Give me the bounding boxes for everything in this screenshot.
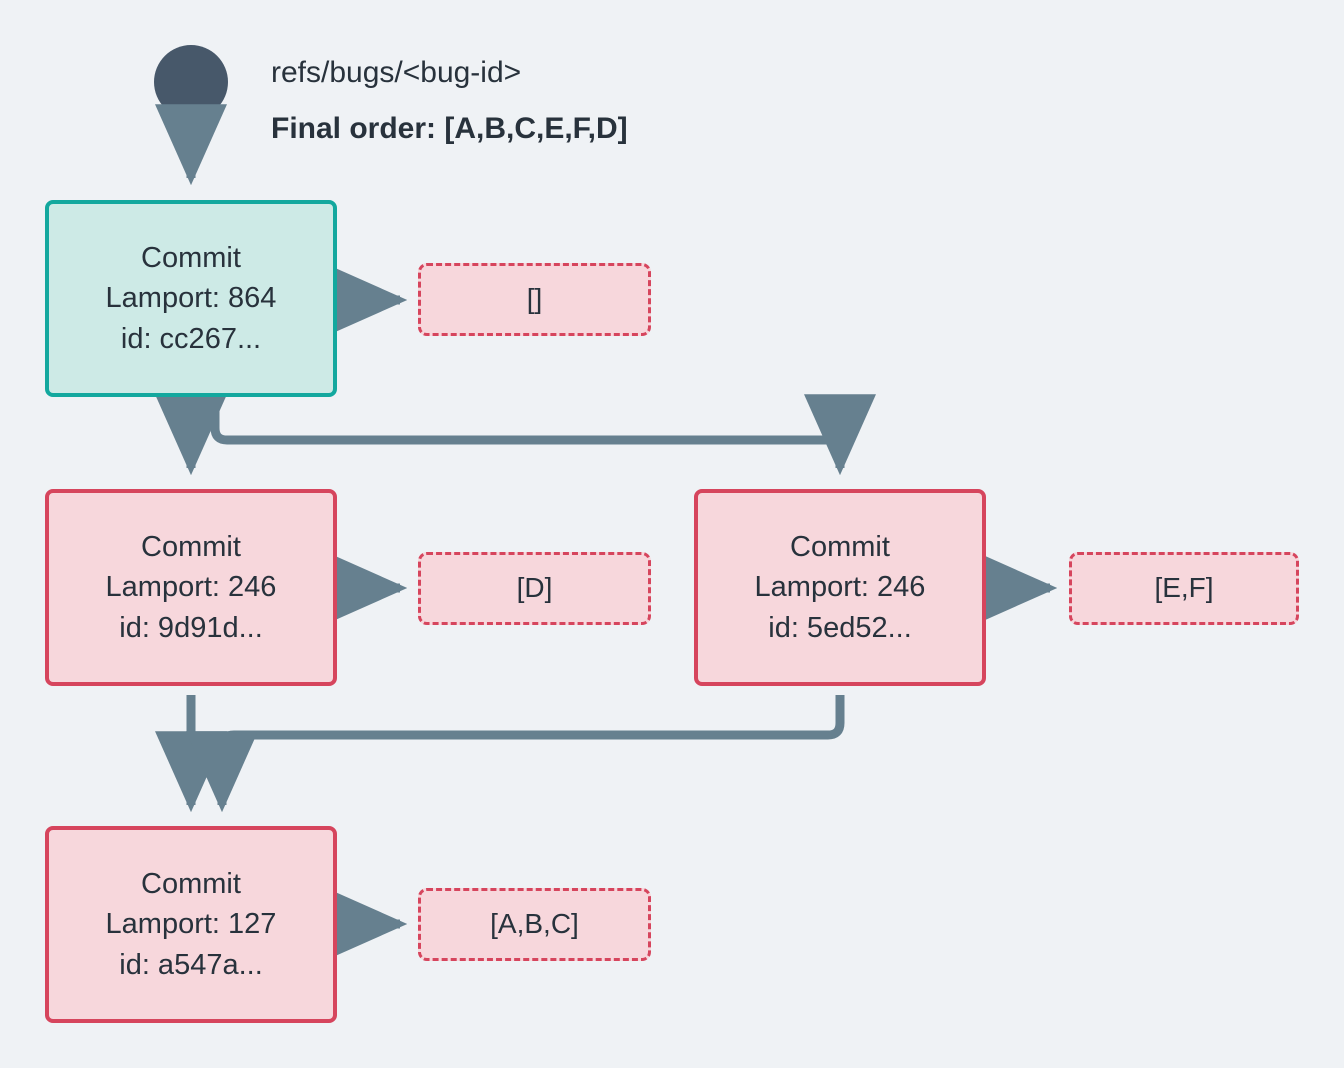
commit-lamport: Lamport: 127 <box>105 908 277 941</box>
commit-id: id: a547a... <box>119 948 263 981</box>
commit-node-cc267[interactable]: Commit Lamport: 864 id: cc267... <box>45 200 337 397</box>
commit-node-9d91d[interactable]: Commit Lamport: 246 id: 9d91d... <box>45 489 337 686</box>
root-node-circle <box>154 45 228 119</box>
commit-lamport: Lamport: 246 <box>105 571 277 604</box>
final-order-label: Final order: [A,B,C,E,F,D] <box>271 112 628 145</box>
operations-label: [A,B,C] <box>490 908 579 940</box>
commit-title: Commit <box>790 531 890 564</box>
edge-5ed52-to-a547a <box>186 695 845 813</box>
operations-label: [D] <box>516 572 553 604</box>
commit-lamport: Lamport: 246 <box>754 571 926 604</box>
operations-node-a547a[interactable]: [A,B,C] <box>418 888 651 961</box>
operations-node-9d91d[interactable]: [D] <box>418 552 651 625</box>
commit-node-a547a[interactable]: Commit Lamport: 127 id: a547a... <box>45 826 337 1023</box>
commit-lamport: Lamport: 864 <box>105 282 277 315</box>
commit-id: id: 5ed52... <box>768 611 912 644</box>
commit-title: Commit <box>141 242 241 275</box>
commit-title: Commit <box>141 868 241 901</box>
commit-title: Commit <box>141 531 241 564</box>
edge-cc267-to-5ed52 <box>210 394 876 476</box>
commit-node-5ed52[interactable]: Commit Lamport: 246 id: 5ed52... <box>694 489 986 686</box>
operations-label: [E,F] <box>1154 572 1214 604</box>
ref-label: refs/bugs/<bug-id> <box>271 56 522 89</box>
operations-label: [] <box>526 283 543 315</box>
commit-id: id: cc267... <box>120 322 262 355</box>
operations-node-cc267[interactable]: [] <box>418 263 651 336</box>
operations-node-5ed52[interactable]: [E,F] <box>1069 552 1299 625</box>
commit-id: id: 9d91d... <box>119 611 263 644</box>
